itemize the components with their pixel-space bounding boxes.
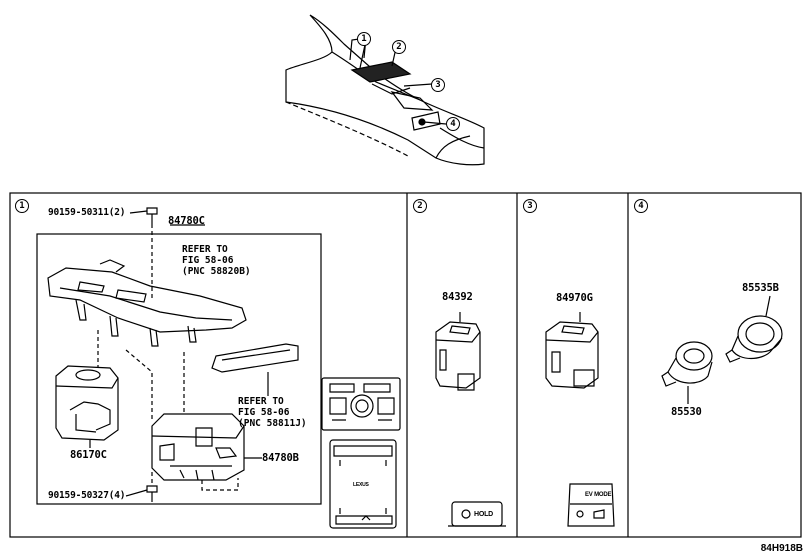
ev-mode-switch-text: EV MODE xyxy=(585,492,612,498)
console-overview xyxy=(285,14,485,166)
refer-note-a: REFER TO FIG 58-06 (PNC 58820B) xyxy=(182,244,251,277)
refer-note-b: REFER TO FIG 58-06 (PNC 58811J) xyxy=(238,396,307,429)
part-84392-label: 84392 xyxy=(442,291,473,303)
callout-2: 2 xyxy=(392,40,406,54)
callout-1: 1 xyxy=(357,32,371,46)
touchpad-brand: LEXUS xyxy=(353,482,369,488)
part-84970G-label: 84970G xyxy=(556,292,593,304)
panel3-parts xyxy=(545,312,615,527)
part-86170C-label: 86170C xyxy=(70,449,107,461)
bolt-bottom-label: 90159-50327(4) xyxy=(48,490,126,501)
panel2-parts xyxy=(435,312,506,527)
part-84780C-label: 84780C xyxy=(168,215,205,227)
bolt-top-label: 90159-50311(2) xyxy=(48,207,126,218)
panel-4-callout: 4 xyxy=(634,199,648,213)
part-84780B-label: 84780B xyxy=(262,452,299,464)
panel-1-callout: 1 xyxy=(15,199,29,213)
panel-frames xyxy=(9,192,802,538)
hold-switch-text: HOLD xyxy=(474,511,494,518)
callout-3: 3 xyxy=(431,78,445,92)
part-85530-label: 85530 xyxy=(671,406,702,418)
diagram-code: 84H918B xyxy=(760,543,803,554)
part-85535B-label: 85535B xyxy=(742,282,779,294)
callout-4: 4 xyxy=(446,117,460,131)
panel1-parts xyxy=(47,207,401,529)
panel-2-callout: 2 xyxy=(413,199,427,213)
panel-3-callout: 3 xyxy=(523,199,537,213)
panel4-parts xyxy=(661,295,783,404)
